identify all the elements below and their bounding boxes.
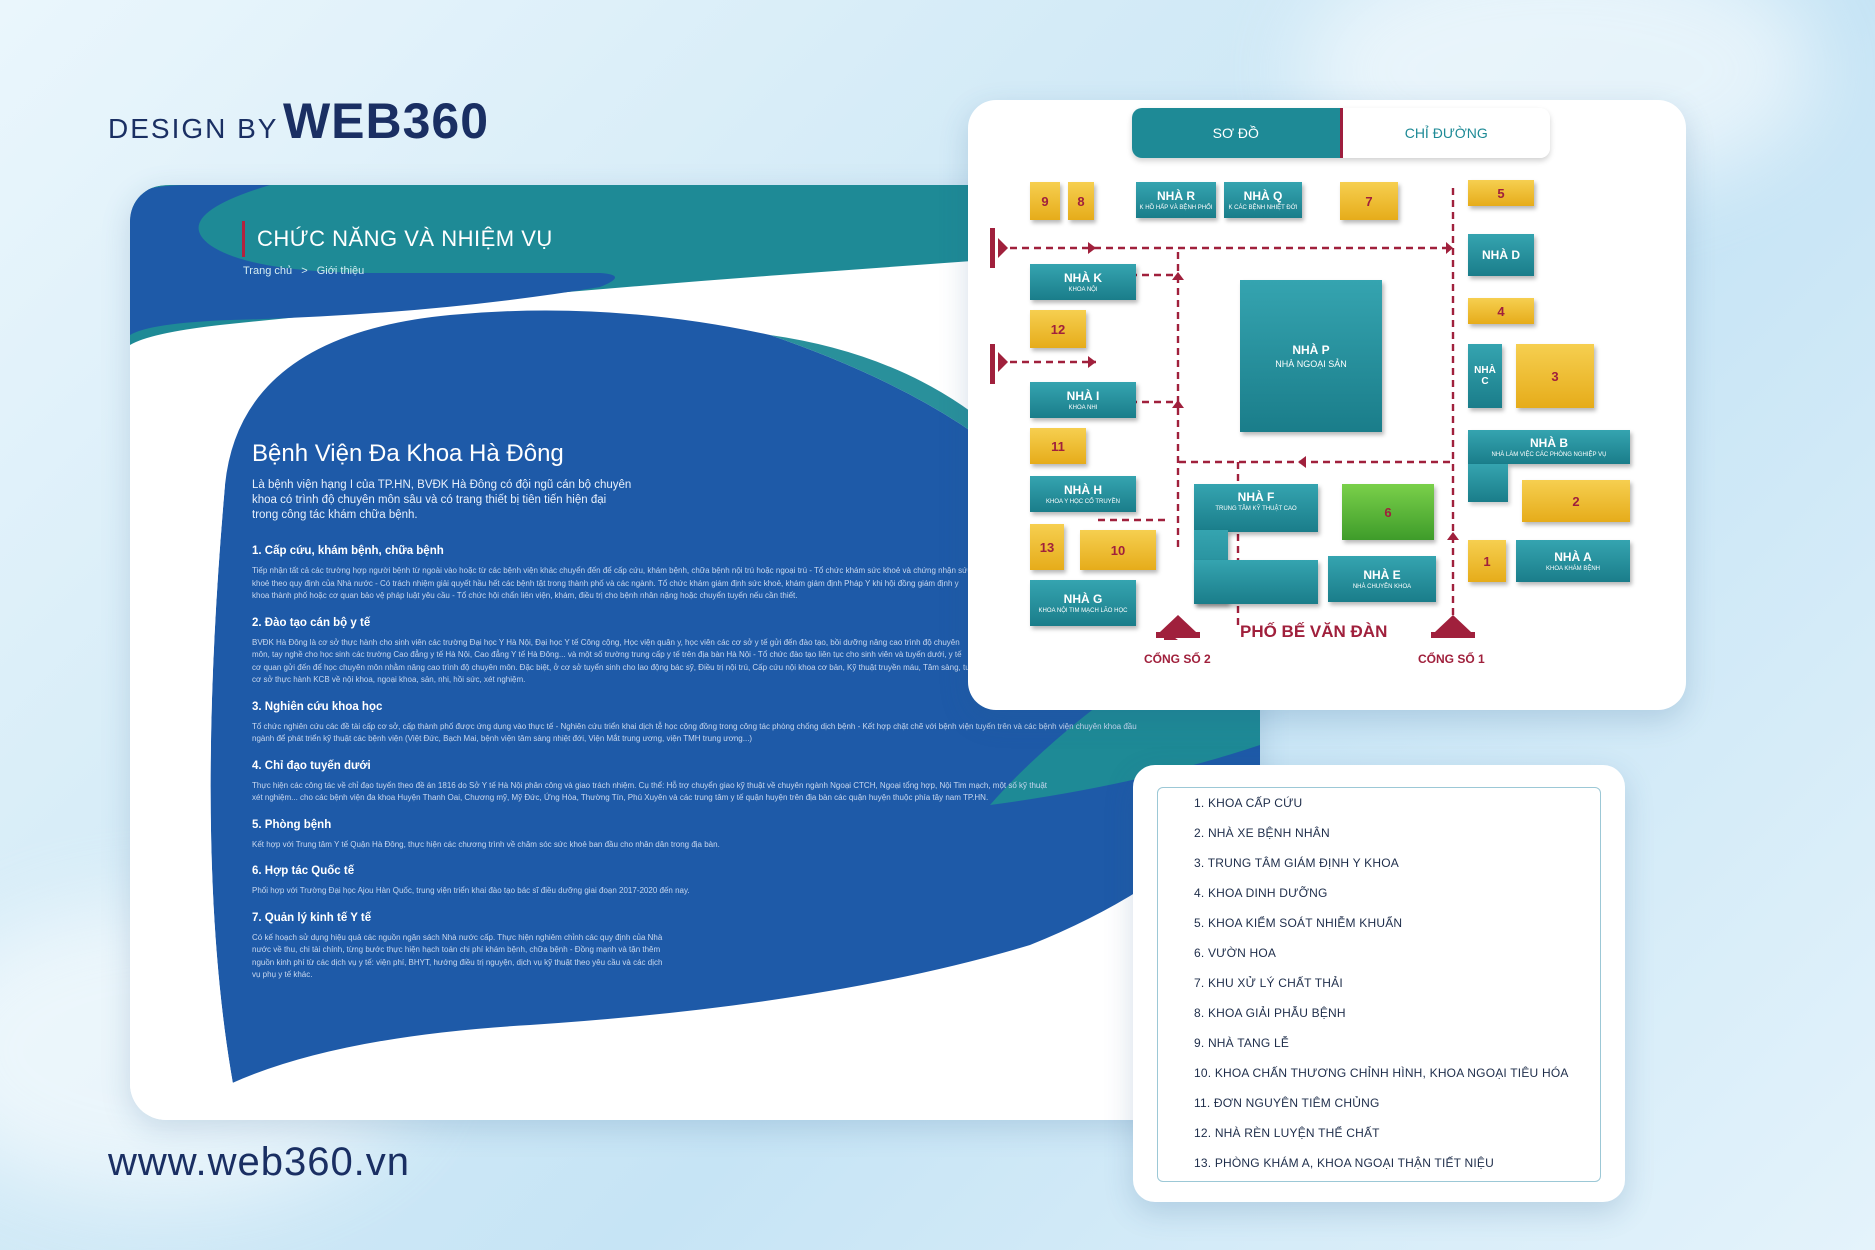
legend-item: 11. ĐƠN NGUYÊN TIÊM CHỦNG — [1194, 1096, 1380, 1110]
building-11[interactable]: 11 — [1030, 428, 1086, 464]
building-5[interactable]: 5 — [1468, 180, 1534, 206]
building-10[interactable]: 10 — [1080, 530, 1156, 570]
campus-map-card: SƠ ĐỒ CHỈ ĐƯỜNG — [968, 100, 1686, 710]
building-nha-b-wing — [1468, 464, 1508, 502]
legend-item: 5. KHOA KIỂM SOÁT NHIỄM KHUẨN — [1194, 916, 1403, 930]
section-title: 1. Cấp cứu, khám bệnh, chữa bệnh — [252, 545, 444, 557]
legend-item: 6. VƯỜN HOA — [1194, 946, 1277, 960]
legend-item: 1. KHOA CẤP CỨU — [1194, 796, 1303, 810]
legend-item: 3. TRUNG TÂM GIÁM ĐỊNH Y KHOA — [1194, 856, 1399, 870]
section-title: 3. Nghiên cứu khoa học — [252, 700, 383, 713]
legend-item: 10. KHOA CHẤN THƯƠNG CHỈNH HÌNH, KHOA NG… — [1194, 1066, 1569, 1080]
breadcrumb: Trang chủ > Giới thiệu — [243, 265, 370, 277]
building-4[interactable]: 4 — [1468, 298, 1534, 324]
design-by-label: DESIGN BY — [108, 113, 279, 144]
section-body: BVĐK Hà Đông là cơ sở thực hành cho sinh… — [252, 637, 971, 685]
legend-item: 4. KHOA DINH DƯỠNG — [1194, 886, 1328, 900]
building-9[interactable]: 9 — [1030, 182, 1060, 220]
building-nha-f-base — [1194, 560, 1318, 604]
section-body: Phối hợp với Trường Đại học Ajou Hàn Quố… — [252, 886, 690, 895]
legend-item: 9. NHÀ TANG LỄ — [1194, 1036, 1290, 1050]
legend-item: 13. PHÒNG KHÁM A, KHOA NGOẠI THẬN TIẾT N… — [1194, 1156, 1495, 1170]
chevron-right-icon: > — [301, 265, 308, 277]
legend-item: 8. KHOA GIẢI PHẪU BỆNH — [1194, 1006, 1346, 1020]
intro-text: Là bệnh viện hạng I của TP.HN, BVĐK Hà Đ… — [252, 479, 632, 521]
building-12[interactable]: 12 — [1030, 310, 1086, 348]
section-body: Tiếp nhận tất cả các trường hợp người bệ… — [252, 566, 972, 600]
building-8[interactable]: 8 — [1068, 182, 1094, 220]
map-legend-card: 1. KHOA CẤP CỨU 2. NHÀ XE BỆNH NHÂN 3. T… — [1133, 765, 1625, 1202]
section-body: Tổ chức nghiên cứu các đề tài cấp cơ sở,… — [252, 721, 1137, 744]
legend-list: 1. KHOA CẤP CỨU 2. NHÀ XE BỆNH NHÂN 3. T… — [1157, 787, 1601, 1182]
brand-name: WEB360 — [282, 93, 490, 149]
section-title: 7. Quản lý kinh tế Y tế — [252, 911, 372, 924]
tab-map[interactable]: SƠ ĐỒ — [1132, 108, 1343, 158]
tab-directions[interactable]: CHỈ ĐƯỜNG — [1342, 108, 1550, 158]
main-content: Bệnh Viện Đa Khoa Hà Đông Là bệnh viện h… — [252, 440, 1137, 996]
breadcrumb-home-link[interactable]: Trang chủ — [243, 265, 293, 277]
website-url: www.web360.vn — [108, 1140, 411, 1184]
building-nha-d[interactable]: NHÀ D — [1468, 234, 1534, 276]
page-title: CHỨC NĂNG VÀ NHIỆM VỤ — [242, 221, 553, 257]
gate-1-label: CỔNG SỐ 1 — [1418, 652, 1485, 666]
legend-item: 7. KHU XỬ LÝ CHẤT THẢI — [1194, 976, 1343, 990]
building-13[interactable]: 13 — [1030, 524, 1064, 570]
section-body: Thực hiện các công tác về chỉ đạo tuyến … — [252, 780, 1048, 803]
street-name: PHỐ BẾ VĂN ĐÀN — [1240, 622, 1388, 641]
section-title: 4. Chỉ đạo tuyến dưới — [252, 759, 371, 772]
section-title: 2. Đào tạo cán bộ y tế — [252, 616, 371, 629]
building-2[interactable]: 2 — [1522, 480, 1630, 522]
design-by-brand: DESIGN BY WEB360 — [108, 92, 489, 150]
map-tabs: SƠ ĐỒ CHỈ ĐƯỜNG — [1132, 108, 1550, 158]
building-6[interactable]: 6 — [1342, 484, 1434, 540]
building-3[interactable]: 3 — [1516, 344, 1594, 408]
breadcrumb-current: Giới thiệu — [316, 265, 365, 277]
building-7[interactable]: 7 — [1340, 182, 1398, 220]
section-title: 6. Hợp tác Quốc tế — [252, 865, 355, 877]
legend-item: 12. NHÀ RÈN LUYỆN THỂ CHẤT — [1194, 1126, 1380, 1140]
gate-2-label: CỔNG SỐ 2 — [1144, 652, 1211, 666]
section-body: Có kế hoạch sử dụng hiệu quả các nguồn n… — [252, 932, 663, 980]
legend-item: 2. NHÀ XE BỆNH NHÂN — [1194, 826, 1330, 840]
building-nha-c[interactable]: NHÀ C — [1468, 344, 1502, 408]
hospital-name-heading: Bệnh Viện Đa Khoa Hà Đông — [252, 440, 564, 467]
building-1[interactable]: 1 — [1468, 540, 1506, 582]
section-title: 5. Phòng bệnh — [252, 818, 332, 831]
section-body: Kết hợp với Trung tâm Y tế Quận Hà Đông,… — [252, 839, 720, 849]
